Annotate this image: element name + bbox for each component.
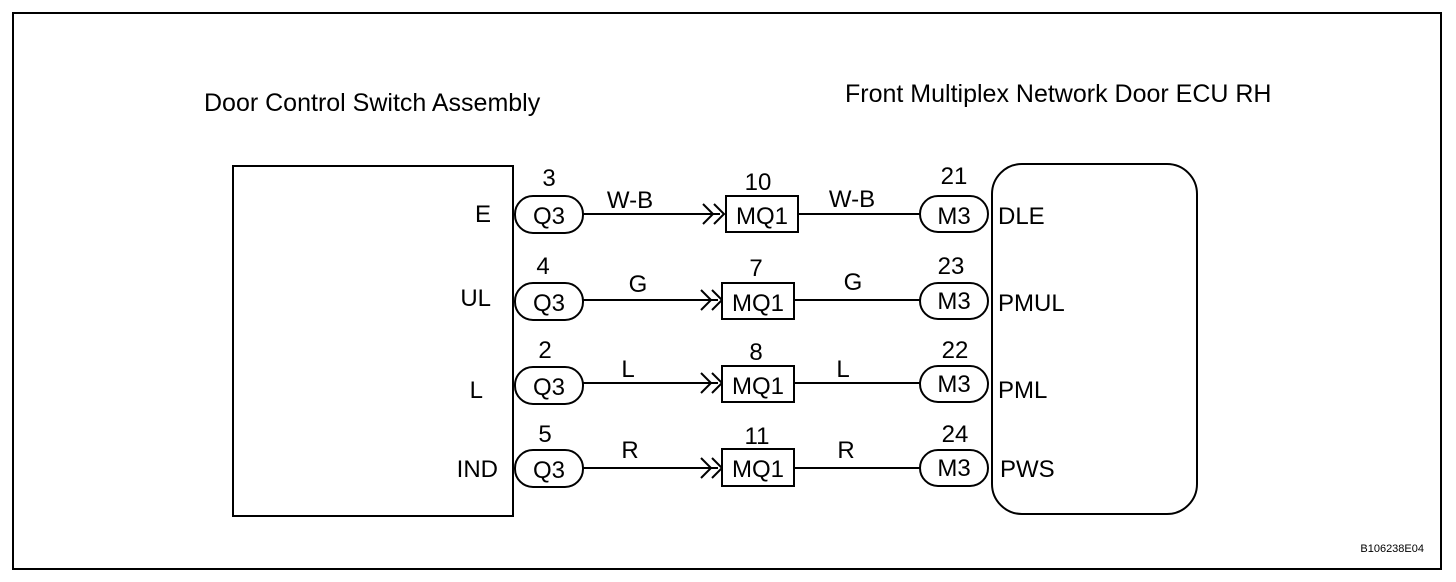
wire-color-left: G xyxy=(629,271,648,298)
right-pin-number: 23 xyxy=(938,253,965,280)
junction-connector xyxy=(721,282,795,320)
left-terminal-label: IND xyxy=(457,456,498,483)
junction-male-arrow xyxy=(700,289,713,311)
left-pin-number: 2 xyxy=(538,337,551,364)
right-connector xyxy=(919,449,989,487)
wire-color-right: G xyxy=(844,269,863,296)
junction-connector xyxy=(725,195,799,233)
left-connector-label: Q3 xyxy=(533,374,565,401)
junction-connector-label: MQ1 xyxy=(732,456,784,483)
right-connector-label: M3 xyxy=(937,288,970,315)
left-pin-number: 3 xyxy=(542,165,555,192)
right-pin-number: 24 xyxy=(942,421,969,448)
right-component-title: Front Multiplex Network Door ECU RH xyxy=(845,80,1272,108)
right-connector-label: M3 xyxy=(937,455,970,482)
junction-connector xyxy=(721,365,795,403)
junction-female-arrow xyxy=(713,203,726,225)
junction-pin-number: 10 xyxy=(745,169,772,196)
right-connector-label: M3 xyxy=(937,371,970,398)
wire-color-right: L xyxy=(836,356,849,383)
wire-color-left: L xyxy=(621,356,634,383)
wire-color-left: R xyxy=(621,437,638,464)
junction-pin-number: 7 xyxy=(749,255,762,282)
junction-pin-number: 11 xyxy=(745,423,770,450)
left-terminal-label: UL xyxy=(460,285,491,312)
left-connector xyxy=(514,449,584,488)
right-terminal-label: PML xyxy=(998,377,1047,404)
left-connector-label: Q3 xyxy=(533,457,565,484)
circuit-row: Q3 MQ1 M3 IND 5 R 11 R 24 PWS xyxy=(457,421,1055,488)
circuit-row: Q3 MQ1 M3 UL 4 G 7 G 23 PMUL xyxy=(460,253,1065,321)
right-terminal-label: DLE xyxy=(998,203,1045,230)
junction-connector-label: MQ1 xyxy=(732,373,784,400)
junction-male-arrow xyxy=(700,457,713,479)
diagram-frame xyxy=(12,12,1442,570)
right-connector-label: M3 xyxy=(937,203,970,230)
right-pin-number: 22 xyxy=(942,337,969,364)
junction-pin-number: 8 xyxy=(749,339,762,366)
junction-connector xyxy=(721,448,795,487)
left-connector xyxy=(514,282,584,321)
figure-code: B106238E04 xyxy=(1360,543,1424,555)
left-connector-label: Q3 xyxy=(533,290,565,317)
wire-color-left: W-B xyxy=(607,187,653,214)
left-component-title: Door Control Switch Assembly xyxy=(204,89,541,117)
circuit-row: Q3 MQ1 M3 L 2 L 8 L 22 PML xyxy=(470,337,1047,405)
left-connector xyxy=(514,366,584,405)
right-terminal-label: PWS xyxy=(1000,456,1055,483)
right-connector xyxy=(919,195,989,233)
junction-connector-label: MQ1 xyxy=(732,290,784,317)
circuit-row: Q3 MQ1 M3 E 3 W-B 10 W-B 21 DLE xyxy=(475,163,1045,234)
right-pin-number: 21 xyxy=(941,163,968,190)
right-connector xyxy=(919,282,989,320)
left-terminal-label: E xyxy=(475,201,491,228)
left-pin-number: 4 xyxy=(536,253,549,280)
junction-male-arrow xyxy=(702,203,715,225)
junction-connector-label: MQ1 xyxy=(736,203,788,230)
right-connector xyxy=(919,365,989,403)
right-terminal-label: PMUL xyxy=(998,290,1065,317)
left-pin-number: 5 xyxy=(538,421,551,448)
wire-color-right: W-B xyxy=(829,186,875,213)
left-terminal-label: L xyxy=(470,377,483,404)
left-connector-label: Q3 xyxy=(533,203,565,230)
door-ecu-box xyxy=(991,163,1198,515)
left-connector xyxy=(514,195,584,234)
wire-color-right: R xyxy=(837,437,854,464)
door-control-switch-box xyxy=(232,165,514,517)
junction-male-arrow xyxy=(700,372,713,394)
